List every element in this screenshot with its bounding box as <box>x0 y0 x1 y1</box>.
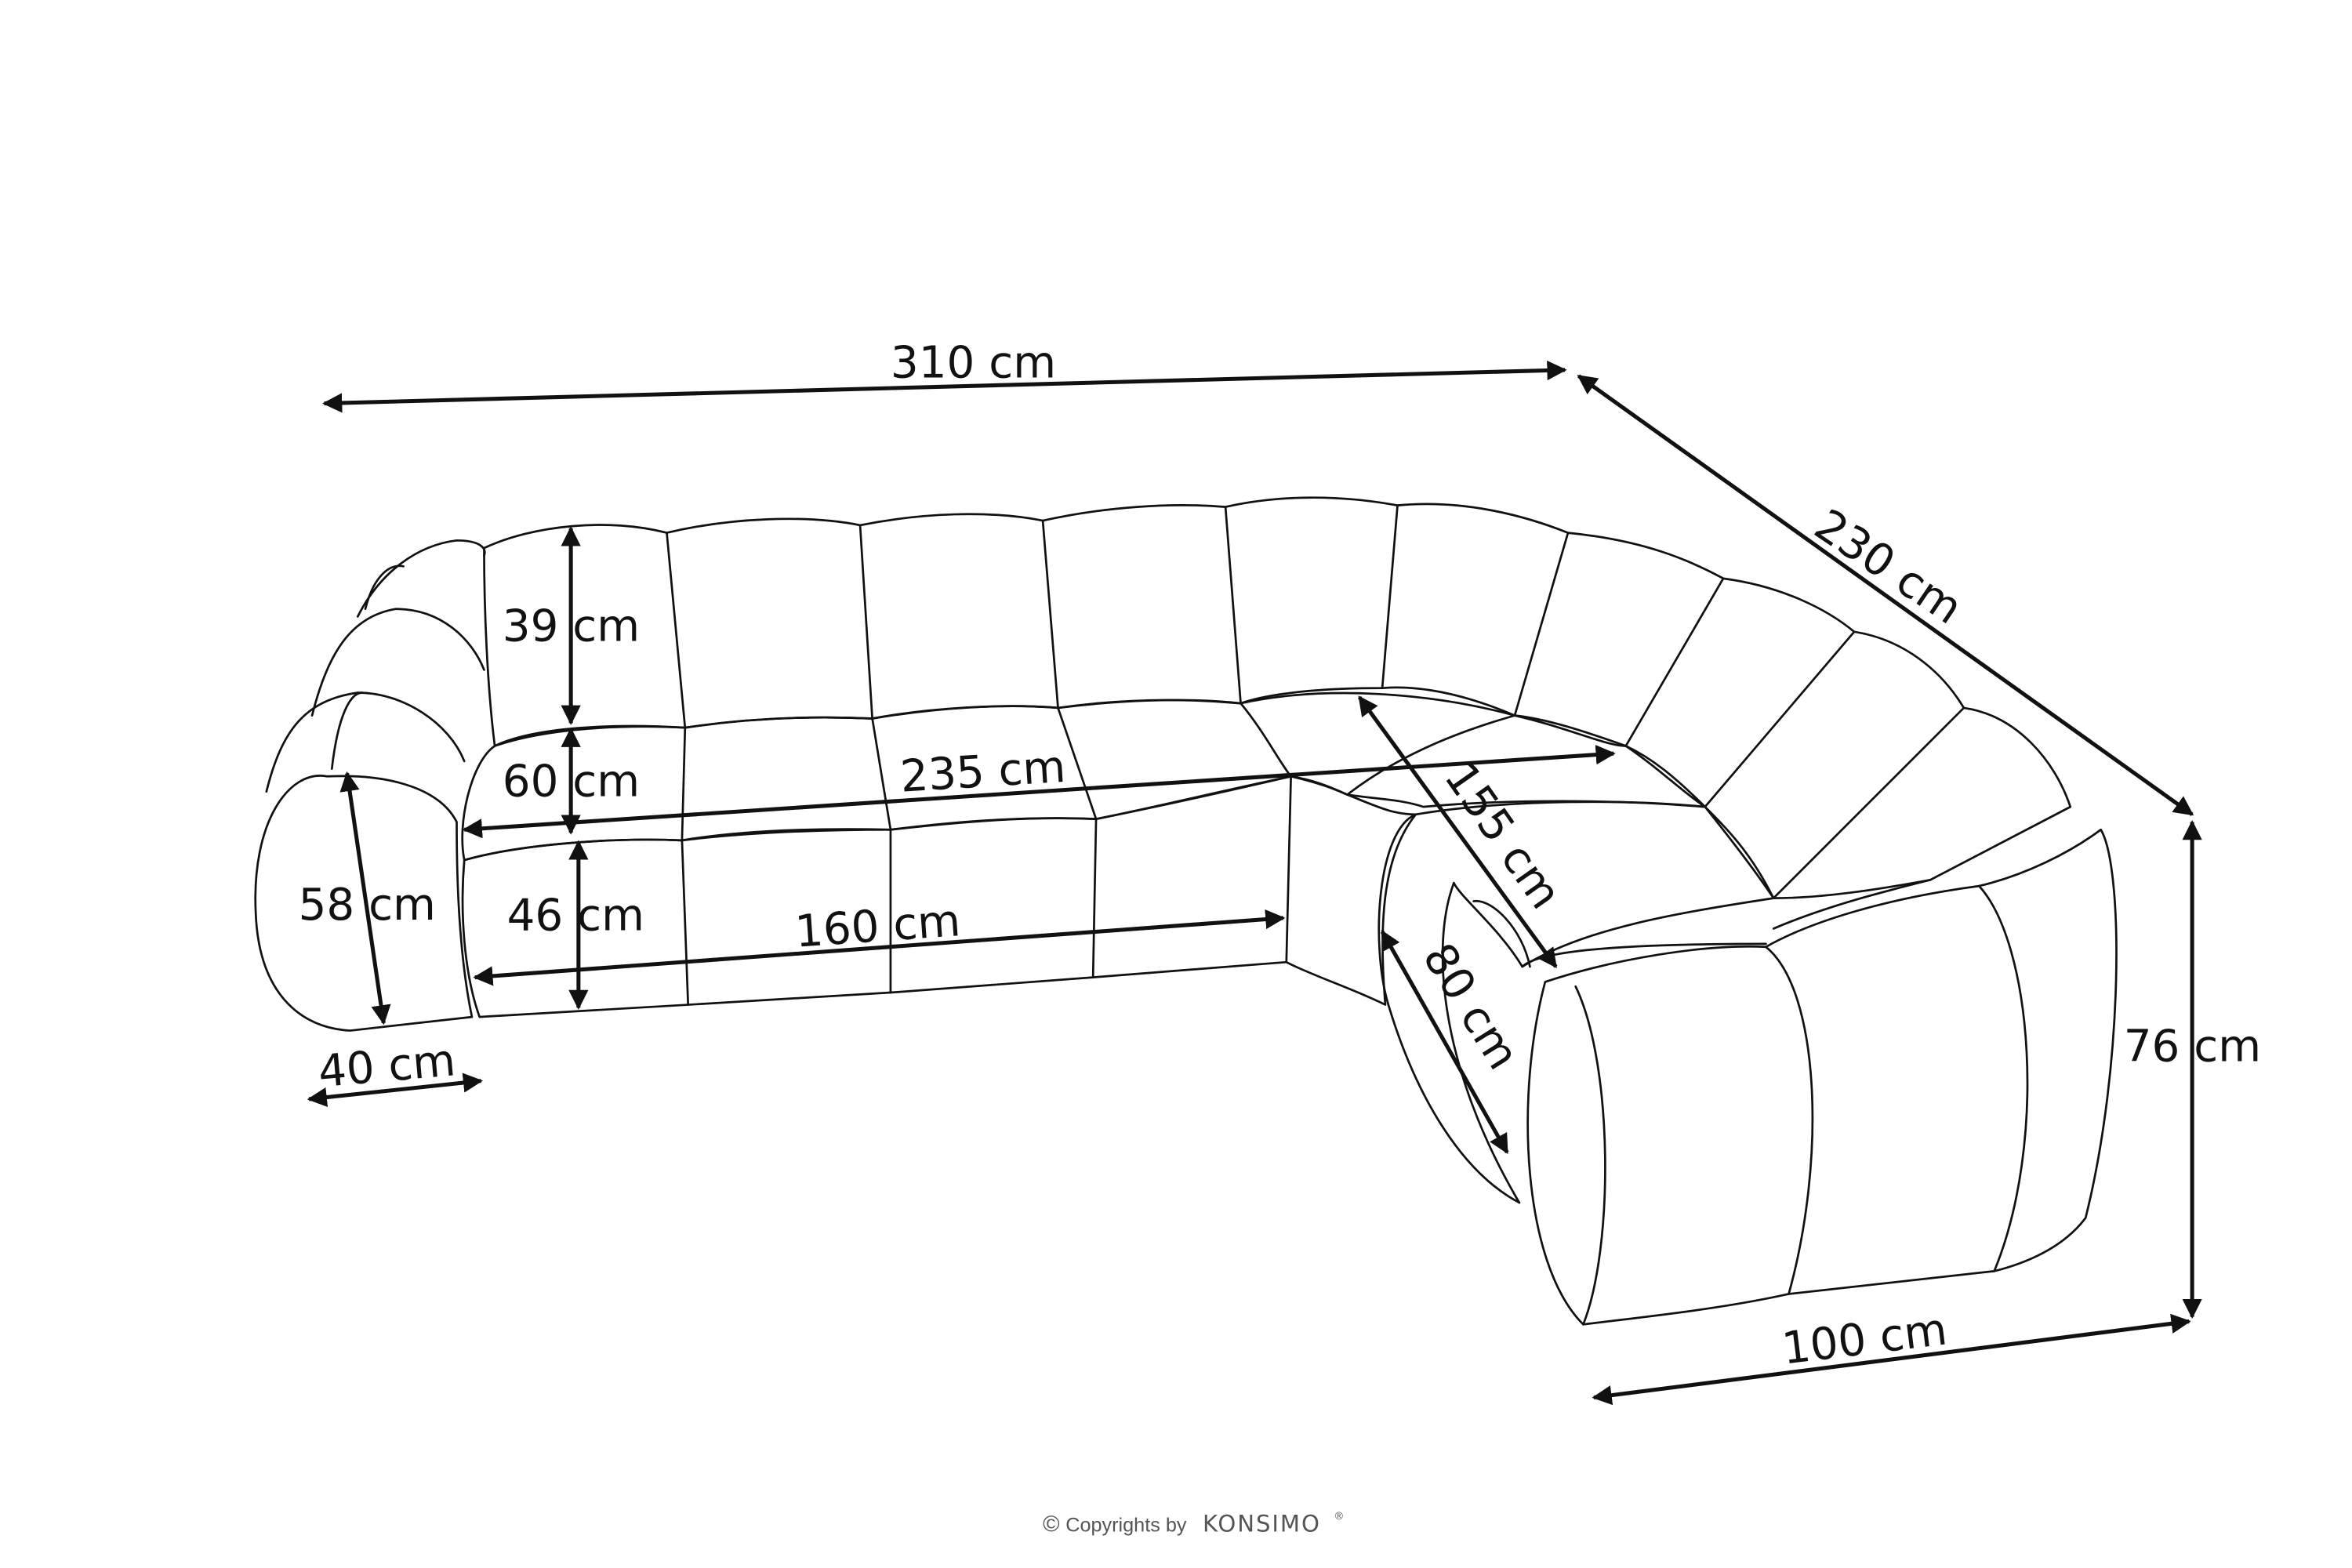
dimension-arrows <box>307 360 2202 1406</box>
label-inner-side-seat: 80 cm <box>1413 935 1529 1078</box>
copyright-text: Copyrights by <box>1065 1514 1187 1536</box>
label-arm-width: 40 cm <box>316 1035 457 1098</box>
label-back-height: 39 cm <box>503 601 640 652</box>
arrow-inner-side-seat <box>1380 930 1509 1155</box>
label-seat-height: 46 cm <box>507 890 644 941</box>
brand-logo: KONSIMO <box>1203 1510 1321 1537</box>
label-total-width: 310 cm <box>891 338 1056 389</box>
arrow-inner-seat <box>473 909 1286 986</box>
label-arm-depth: 58 cm <box>299 880 436 931</box>
label-inner-seat: 160 cm <box>793 895 962 958</box>
copyright-icon: © <box>1043 1512 1059 1537</box>
label-end-width: 100 cm <box>1780 1304 1951 1374</box>
arrow-arm-depth <box>339 771 391 1025</box>
dimension-labels: 310 cm 230 cm 76 cm 100 cm 39 cm 60 cm 4… <box>299 338 2261 1375</box>
arrow-total-width <box>322 360 1567 413</box>
copyright-footer: © Copyrights by KONSIMO ® <box>1043 1510 1343 1537</box>
arrow-end-width <box>1592 1313 2191 1406</box>
arrow-total-depth <box>1577 374 2194 816</box>
arrow-arm-width <box>307 1073 484 1108</box>
registered-mark: ® <box>1335 1510 1343 1522</box>
label-inner-back: 235 cm <box>898 742 1067 803</box>
arrow-inner-side-back <box>1357 695 1558 969</box>
label-height: 76 cm <box>2124 1021 2261 1072</box>
label-seat-depth: 60 cm <box>503 757 640 808</box>
